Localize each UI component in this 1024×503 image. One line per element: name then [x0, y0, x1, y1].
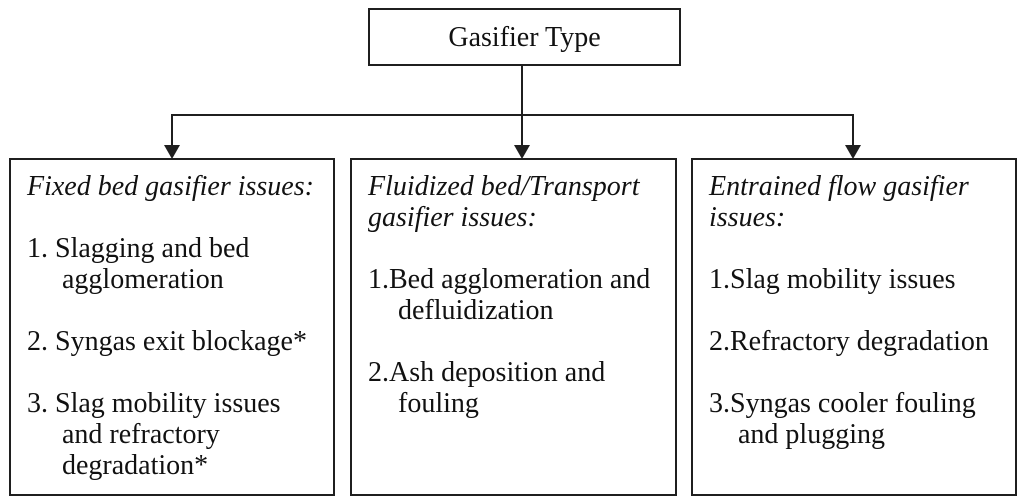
branch-item: 2.Ash deposition and fouling	[368, 357, 606, 419]
branch-header: Fluidized bed/Transport gasifier issues:	[368, 171, 640, 233]
right-arrowhead-icon	[845, 145, 861, 159]
center-arrowhead-icon	[514, 145, 530, 159]
branch-fixed-bed-gasifier: Fixed bed gasifier issues: 1. Slagging a…	[9, 158, 335, 496]
left-arrowhead-icon	[164, 145, 180, 159]
branch-item: 3. Slag mobility issues and refractory d…	[27, 388, 281, 481]
branch-item: 1.Slag mobility issues	[709, 264, 956, 295]
branch-fluidized-bed-transport-gasifier: Fluidized bed/Transport gasifier issues:…	[350, 158, 677, 496]
branch-item: 1. Slagging and bed agglomeration	[27, 233, 250, 295]
branch-item: 2.Refractory degradation	[709, 326, 989, 357]
branch-entrained-flow-gasifier: Entrained flow gasifier issues: 1.Slag m…	[691, 158, 1017, 496]
root-node-gasifier-type: Gasifier Type	[368, 8, 681, 66]
branch-header: Entrained flow gasifier issues:	[709, 171, 969, 233]
branch-item: 2. Syngas exit blockage*	[27, 326, 307, 357]
branch-item: 1.Bed agglomeration and defluidization	[368, 264, 651, 326]
root-node-label: Gasifier Type	[448, 21, 601, 53]
branch-item: 3.Syngas cooler fouling and plugging	[709, 388, 976, 450]
branch-header: Fixed bed gasifier issues:	[27, 171, 314, 202]
